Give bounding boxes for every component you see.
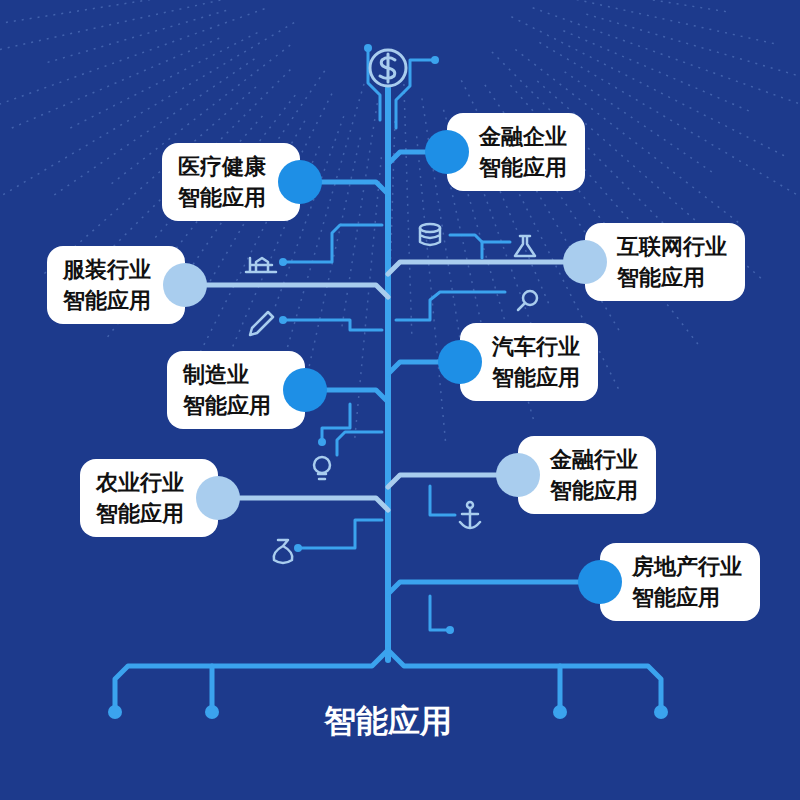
database-icon	[420, 228, 440, 245]
database-icon	[420, 224, 440, 232]
diagram-title: 智能应用	[324, 700, 452, 744]
search-icon	[518, 303, 525, 310]
bulb-icon	[314, 457, 330, 473]
application-box: 农业行业 智能应用	[80, 459, 218, 537]
dollar-icon	[370, 50, 406, 86]
ray	[0, 0, 237, 34]
node-dot	[438, 340, 482, 384]
wire-dot	[446, 626, 454, 634]
deco-wire	[430, 596, 448, 630]
wire-dot	[279, 316, 287, 324]
ray	[70, 33, 257, 128]
ray	[519, 0, 726, 12]
root-dot	[654, 705, 668, 719]
node-dot	[578, 560, 622, 604]
root-dot	[553, 705, 567, 719]
node-label: 金融企业 智能应用	[479, 121, 570, 183]
root-wire	[115, 650, 388, 708]
moneybag-icon	[274, 540, 293, 563]
node-label: 制造业 智能应用	[183, 359, 274, 421]
ray	[417, 136, 446, 441]
ray	[0, 0, 275, 52]
node-label: 互联网行业 智能应用	[617, 231, 730, 293]
node-dot	[283, 368, 327, 412]
application-box: 医疗健康 智能应用	[162, 143, 300, 221]
branch	[185, 285, 388, 297]
wire-dot	[294, 544, 302, 552]
root-wire	[558, 666, 563, 708]
node-label: 汽车行业 智能应用	[492, 331, 583, 393]
root-wire	[388, 650, 661, 708]
ray	[563, 31, 750, 112]
application-box: 房地产行业 智能应用	[600, 543, 760, 621]
root-dot	[205, 705, 219, 719]
node-dot	[196, 476, 240, 520]
pencil-icon	[250, 312, 273, 335]
node-dot	[425, 130, 469, 174]
branch	[388, 262, 585, 274]
node-dot	[563, 240, 607, 284]
deco-wire	[337, 432, 382, 455]
branch	[218, 498, 388, 510]
ray	[12, 38, 219, 128]
node-label: 医疗健康 智能应用	[178, 151, 269, 213]
flask-icon	[515, 236, 535, 256]
anchor-icon	[460, 508, 480, 528]
application-box: 制造业 智能应用	[167, 351, 305, 429]
deco-wire	[482, 241, 510, 244]
ray	[355, 157, 382, 440]
branch	[388, 582, 600, 594]
node-label: 房地产行业 智能应用	[632, 551, 745, 613]
dollar-sign	[380, 54, 395, 82]
wire-dot	[279, 258, 287, 266]
node-dot	[163, 263, 207, 307]
ray	[46, 10, 227, 62]
application-box: 服装行业 智能应用	[47, 246, 185, 324]
application-box: 金融行业 智能应用	[518, 436, 656, 514]
wire-dot	[318, 438, 326, 446]
node-label: 金融行业 智能应用	[550, 444, 641, 506]
deco-wire	[430, 486, 455, 515]
deco-wire	[285, 320, 382, 330]
root-wire	[210, 666, 215, 708]
chart-icon	[246, 258, 276, 272]
application-box: 汽车行业 智能应用	[460, 323, 598, 401]
node-label: 服装行业 智能应用	[63, 254, 154, 316]
application-box: 互联网行业 智能应用	[585, 223, 745, 301]
deco-wire	[450, 235, 482, 258]
ray	[0, 9, 265, 121]
node-label: 农业行业 智能应用	[96, 467, 187, 529]
bulb-icon	[318, 474, 326, 479]
wire-dot	[431, 56, 439, 64]
deco-wire	[285, 225, 382, 262]
deco-wire	[396, 292, 505, 320]
ray	[161, 71, 325, 313]
deco-wire	[300, 520, 382, 548]
ray	[565, 72, 716, 174]
ray	[182, 94, 332, 388]
node-dot	[278, 160, 322, 204]
wire-dot	[364, 44, 372, 52]
deco-wire	[322, 404, 350, 440]
anchor-icon	[467, 502, 473, 508]
ray	[404, 84, 412, 336]
ray	[533, 8, 800, 126]
ray	[341, 103, 377, 330]
root-dot	[108, 705, 122, 719]
node-dot	[496, 453, 540, 497]
application-box: 金融企业 智能应用	[447, 113, 585, 191]
